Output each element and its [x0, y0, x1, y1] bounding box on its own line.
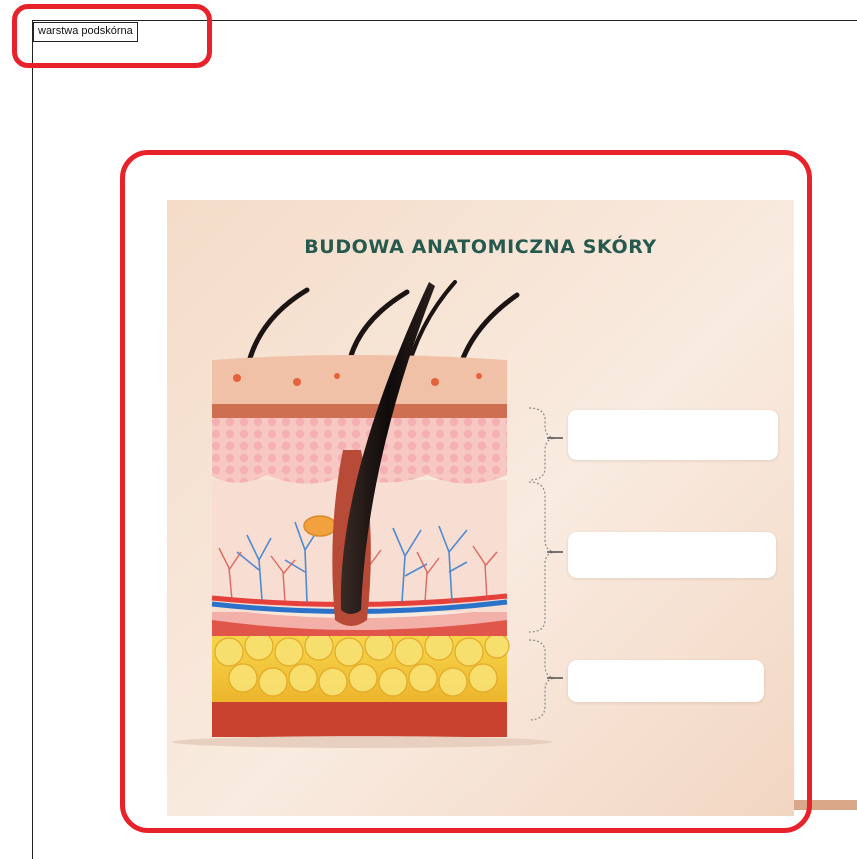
skin-anatomy-illustration [167, 200, 794, 816]
answer-drop-zone-1[interactable] [568, 410, 778, 460]
sebaceous-gland [304, 516, 336, 536]
side-strip [794, 800, 857, 810]
draggable-label-tile[interactable]: warstwa podskórna [33, 22, 138, 42]
skin-surface [212, 355, 507, 404]
diagram-title: BUDOWA ANATOMICZNA SKÓRY [167, 236, 794, 258]
answer-drop-zone-2[interactable] [568, 532, 776, 578]
answer-drop-zone-3[interactable] [568, 660, 764, 702]
